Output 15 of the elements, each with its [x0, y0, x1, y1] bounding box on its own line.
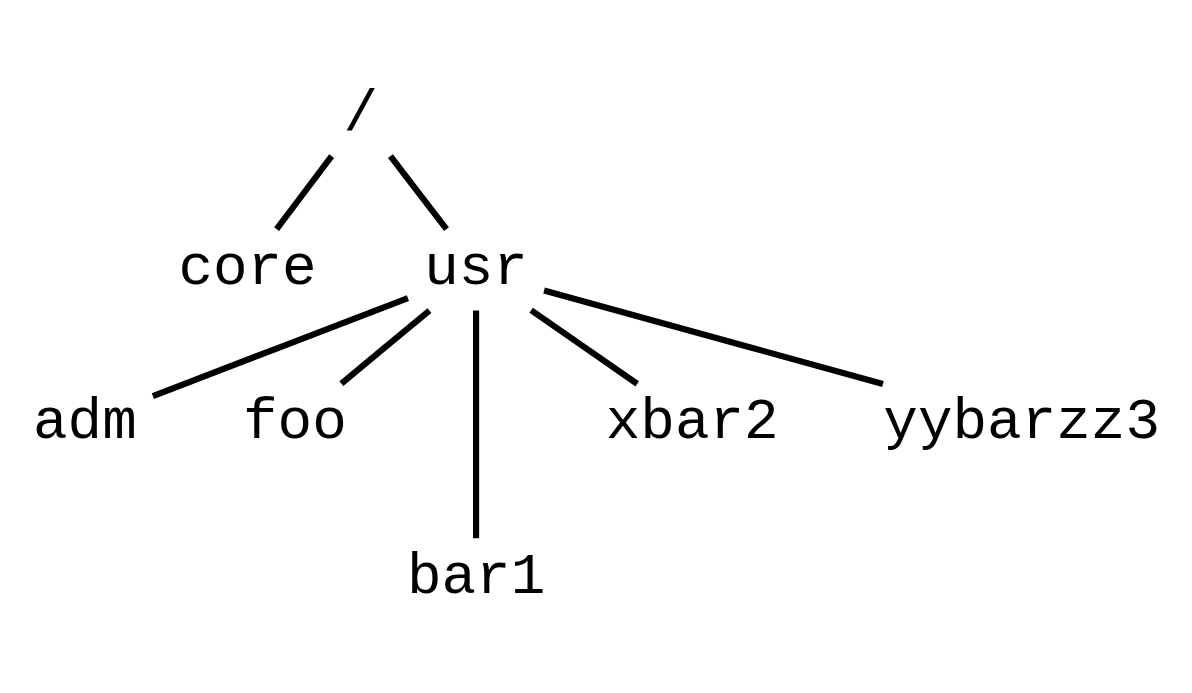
node-text: foo	[243, 389, 347, 455]
connector	[151, 294, 410, 399]
node-text: core	[178, 235, 317, 301]
connector	[529, 307, 639, 386]
connector	[274, 153, 335, 231]
node-text: /	[343, 81, 379, 147]
connector	[473, 309, 480, 538]
node-text: usr	[424, 235, 528, 301]
node-text: yybarzz3	[883, 389, 1160, 455]
connector	[543, 287, 884, 387]
node-text: adm	[33, 389, 137, 455]
node-text: bar1	[406, 544, 546, 610]
connector	[339, 307, 432, 386]
node-text: xbar2	[605, 389, 779, 455]
connector	[388, 153, 449, 231]
